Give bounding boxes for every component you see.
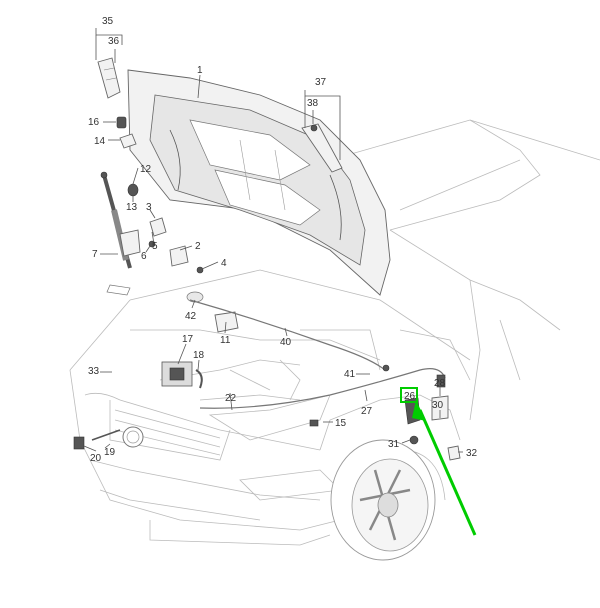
label-7: 7 <box>92 249 98 260</box>
label-14: 14 <box>94 136 106 147</box>
hood-latch <box>161 361 203 389</box>
label-27: 27 <box>361 406 373 417</box>
label-41: 41 <box>344 369 356 380</box>
label-35: 35 <box>102 16 114 27</box>
hood-hinge-right <box>301 123 343 173</box>
label-28: 28 <box>434 378 446 389</box>
highlight-arrow-line <box>418 409 477 536</box>
label-3: 3 <box>146 202 152 213</box>
label-38: 38 <box>307 98 319 109</box>
label-22: 22 <box>225 393 237 404</box>
label-4: 4 <box>221 258 227 269</box>
label-30: 30 <box>432 400 444 411</box>
leader-lines <box>83 28 463 453</box>
label-42: 42 <box>185 311 197 322</box>
hood-panel <box>127 69 391 296</box>
release-cable <box>189 299 446 409</box>
label-26: 26 <box>404 391 416 402</box>
label-11: 11 <box>220 335 231 346</box>
small-parts <box>116 116 239 333</box>
label-15: 15 <box>335 418 347 429</box>
callout-labels: 35 36 1 37 38 16 14 12 13 3 7 6 5 2 4 42… <box>88 16 478 464</box>
highlight-box <box>400 387 418 403</box>
label-6: 6 <box>141 251 147 262</box>
lower-sensor-parts <box>73 419 319 450</box>
label-1: 1 <box>197 65 203 76</box>
label-5: 5 <box>152 241 158 252</box>
label-17: 17 <box>182 334 194 345</box>
front-wheel <box>330 439 436 561</box>
hood-hinge-left <box>97 57 121 99</box>
highlight-arrow-head <box>412 400 426 421</box>
label-12: 12 <box>140 164 152 175</box>
label-33: 33 <box>88 366 100 377</box>
label-36: 36 <box>108 36 120 47</box>
label-32: 32 <box>466 448 478 459</box>
front-emblem <box>122 426 144 448</box>
highlight-marker <box>400 387 477 536</box>
label-31: 31 <box>388 439 400 450</box>
label-20: 20 <box>90 453 102 464</box>
label-16: 16 <box>88 117 100 128</box>
car-body-outline <box>69 119 600 546</box>
label-40: 40 <box>280 337 292 348</box>
label-13: 13 <box>126 202 138 213</box>
label-18: 18 <box>193 350 205 361</box>
label-2: 2 <box>195 241 201 252</box>
label-37: 37 <box>315 77 327 88</box>
label-19: 19 <box>104 447 116 458</box>
